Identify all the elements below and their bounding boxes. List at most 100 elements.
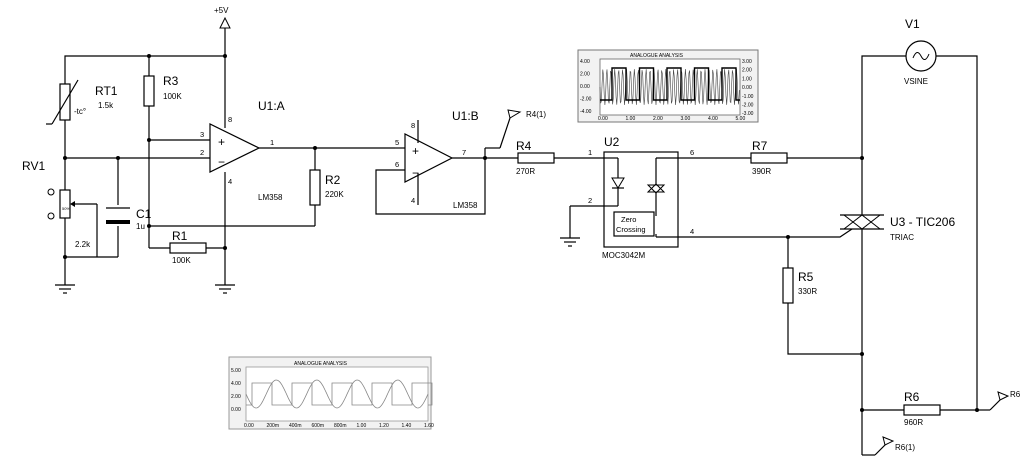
u1a-pin4: 4 (228, 177, 232, 186)
u2-block-line1: Zero (621, 215, 636, 224)
wires-input-stage (64, 28, 518, 285)
r2-ref: R2 (325, 173, 341, 187)
r1-ref: R1 (172, 229, 188, 243)
graph-top-right-tick: -1.00 (742, 94, 754, 100)
graph-top-sine-trace (599, 68, 740, 106)
graph-top-x-tick: 1.00 (626, 116, 636, 122)
graph-top-gate-trace (600, 67, 740, 101)
graph-bottom-left-tick: 0.00 (231, 407, 241, 413)
graph-top-left-tick: -2.00 (580, 97, 592, 103)
rv1-ref: RV1 (22, 159, 45, 173)
graph-bottom-x-tick: 600m (312, 423, 325, 429)
opamp-u1b: + − 5 6 7 8 4 U1:B LM358 (395, 109, 479, 210)
source-v1: V1 VSINE (861, 17, 978, 410)
u2-pin2: 2 (588, 196, 592, 205)
r3-value: 100K (163, 92, 182, 101)
probe-r6-1-label: R6(1) (895, 443, 915, 452)
graph-top-right-tick: 3.00 (742, 59, 752, 65)
r2-value: 220K (325, 190, 344, 199)
graph-bottom-x-tick: 1.60 (424, 423, 434, 429)
graph-bottom-x-tick: 1.20 (379, 423, 389, 429)
u1a-pin1: 1 (270, 138, 274, 147)
graph-top-x-tick: 5.00 (736, 116, 746, 122)
probe-r4: R4(1) (507, 109, 546, 119)
rt1-ref: RT1 (95, 84, 118, 98)
graph-top-right-tick: 0.00 (742, 85, 752, 91)
resistor-r3: R3 100K (143, 74, 182, 107)
u3-ref: U3 - TIC206 (890, 215, 955, 229)
graph-bottom-left-tick: 4.00 (231, 381, 241, 387)
graph-top-right-tick: 1.00 (742, 76, 752, 82)
resistor-r1: R1 100K (169, 229, 207, 265)
r6-ref: R6 (904, 390, 920, 404)
thermistor-rt1: RT1 1.5k -tc° (46, 79, 118, 125)
graph-top-right-tick: -3.00 (742, 111, 754, 117)
u1b-pin8: 8 (411, 121, 415, 130)
v1-part: VSINE (904, 77, 928, 86)
c1-value: 1u (136, 222, 145, 231)
u1a-ref: U1:A (258, 99, 285, 113)
probe-r6-1: R6(1) (861, 410, 915, 456)
probe-r6-label: R6 (1010, 390, 1021, 399)
graph-top: ANALOGUE ANALYSIS 4.00 2.00 0.00 -2.00 -4.00… (577, 49, 759, 123)
probe-r6: R6 (977, 390, 1021, 411)
opamp-u1a: + − 3 2 1 8 4 U1:A LM358 (200, 99, 285, 202)
graph-bottom-left-tick: 5.00 (231, 368, 241, 374)
rt1-symbol: -tc° (74, 107, 86, 116)
r3-ref: R3 (163, 74, 179, 88)
graph-top-right-tick: 2.00 (742, 68, 752, 74)
potentiometer-rv1: 50% RV1 2.2k (22, 159, 91, 249)
graph-top-x-tick: 3.00 (681, 116, 691, 122)
graph-top-x-tick: 4.00 (708, 116, 718, 122)
graph-top-x-tick: 2.00 (653, 116, 663, 122)
u2-ref: U2 (604, 135, 620, 149)
u2-part: MOC3042M (602, 251, 645, 260)
u1b-pin4: 4 (411, 196, 415, 205)
u1b-pin7: 7 (462, 148, 466, 157)
u1a-part: LM358 (258, 193, 283, 202)
resistor-r7: R7 390R (678, 139, 862, 176)
graph-bottom-x-tick: 800m (334, 423, 347, 429)
u1a-pin3: 3 (200, 130, 204, 139)
u2-pin1: 1 (588, 148, 592, 157)
graph-top-left-tick: -4.00 (580, 109, 592, 115)
u1a-minus: − (218, 155, 225, 169)
u1b-pin5: 5 (395, 138, 399, 147)
supply-5v: +5V (214, 6, 231, 29)
rv1-percent: 50% (62, 206, 70, 211)
u1b-minus: − (412, 166, 419, 180)
graph-top-title: ANALOGUE ANALYSIS (630, 53, 684, 59)
u2-pin4: 4 (690, 227, 694, 236)
supply-label: +5V (214, 6, 229, 15)
ground-symbols (55, 237, 580, 294)
probe-r4-label: R4(1) (526, 110, 546, 119)
u2-pin6: 6 (690, 148, 694, 157)
r7-ref: R7 (752, 139, 768, 153)
v1-ref: V1 (905, 17, 920, 31)
u2-block-line2: Crossing (616, 225, 646, 234)
u1b-plus: + (412, 144, 419, 158)
graph-bottom-sine-trace (245, 379, 429, 409)
u1b-part: LM358 (453, 201, 478, 210)
graph-top-x-tick: 0.00 (598, 116, 608, 122)
r1-value: 100K (172, 256, 191, 265)
rt1-value: 1.5k (98, 101, 114, 110)
triac-u3: U3 - TIC206 TRIAC (678, 158, 955, 410)
u1b-ref: U1:B (452, 109, 479, 123)
resistor-r2: R2 220K (309, 169, 344, 206)
c1-ref: C1 (136, 207, 152, 221)
u3-part: TRIAC (890, 233, 914, 242)
graph-top-right-tick: -2.00 (742, 103, 754, 109)
capacitor-c1: C1 1u (106, 207, 152, 231)
graph-bottom-x-tick: 1.40 (402, 423, 412, 429)
graph-bottom-left-tick: 2.00 (231, 394, 241, 400)
optocoupler-u2: Zero Crossing 1 2 6 4 U2 MOC3042M (588, 135, 694, 260)
graph-top-left-tick: 4.00 (580, 59, 590, 65)
u1a-plus: + (218, 135, 225, 149)
graph-bottom-title: ANALOGUE ANALYSIS (294, 361, 348, 367)
graph-bottom-square-trace (246, 382, 433, 406)
u1b-pin6: 6 (395, 160, 399, 169)
graph-bottom-x-tick: 0.00 (244, 423, 254, 429)
r5-value: 330R (798, 287, 817, 296)
